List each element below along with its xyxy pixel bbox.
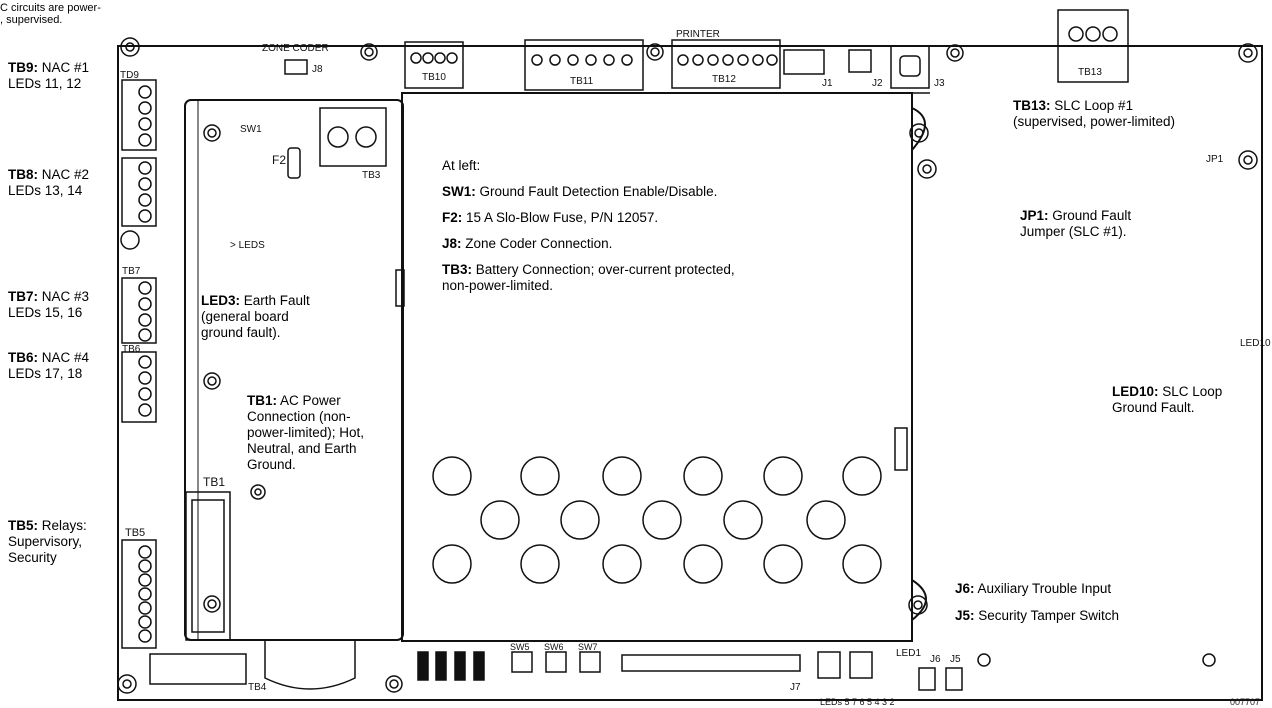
label-tb6: TB6 — [122, 344, 141, 355]
tb3-battery-terminal — [319, 107, 387, 167]
callout-j5: J5: Security Tamper Switch — [955, 608, 1120, 623]
callout-tb5: TB5: Relays: Supervisory, Security — [8, 518, 87, 565]
j7-header — [621, 654, 801, 672]
label-j8: J8 — [312, 64, 323, 75]
label-j5: J5 — [950, 654, 961, 665]
figure-code: 007707 — [1230, 697, 1261, 707]
mounting-holes — [117, 37, 1258, 694]
tb4-block — [149, 653, 247, 685]
label-f2: F2 — [272, 153, 286, 167]
label-tb4: TB4 — [248, 682, 267, 693]
label-printer: PRINTER — [676, 29, 720, 40]
tb1-block — [185, 491, 231, 641]
label-j7: J7 — [790, 682, 801, 693]
label-j6: J6 — [930, 654, 941, 665]
intro-note: C circuits are power- , supervised. — [0, 2, 101, 26]
callout-jp1: JP1: Ground Fault Jumper (SLC #1). — [1020, 208, 1132, 239]
label-tb7: TB7 — [122, 266, 141, 277]
label-tb3: TB3 — [362, 170, 381, 181]
label-sw6: SW6 — [544, 642, 564, 652]
callout-tb9: TB9: NAC #1 LEDs 11, 12 — [8, 60, 90, 91]
label-j2: J2 — [872, 78, 883, 89]
label-led10: LED10 — [1240, 338, 1271, 349]
fuse-f2 — [287, 147, 301, 179]
label-td9: TD9 — [120, 70, 139, 81]
label-led1: LED1 — [896, 648, 921, 659]
board-outline — [117, 45, 1263, 701]
label-tb11: TB11 — [570, 76, 594, 87]
label-jp1: JP1 — [1206, 154, 1224, 165]
label-tb5: TB5 — [125, 527, 145, 539]
callout-led10: LED10: SLC Loop Ground Fault. — [1112, 384, 1223, 415]
label-j3: J3 — [934, 78, 945, 89]
callout-led3: LED3: Earth Fault (general board ground … — [201, 293, 310, 340]
center-item-j8: J8: Zone Coder Connection. — [442, 236, 613, 251]
label-sw5: SW5 — [510, 642, 530, 652]
callout-tb1: TB1: AC Power Connection (non- power-lim… — [247, 393, 365, 472]
callout-j6: J6: Auxiliary Trouble Input — [955, 581, 1112, 596]
center-heading: At left: — [442, 158, 481, 173]
center-item-f2: F2: 15 A Slo-Blow Fuse, P/N 12057. — [442, 210, 659, 225]
left-module — [184, 99, 404, 641]
callout-tb8: TB8: NAC #2 LEDs 13, 14 — [8, 167, 90, 198]
label-leds-bottom: LEDs 5 7 6 5 4 3 2 — [820, 697, 895, 707]
label-leds: > LEDS — [230, 240, 265, 251]
label-tb10: TB10 — [422, 72, 446, 83]
j8-header — [284, 59, 308, 75]
callout-tb7: TB7: NAC #3 LEDs 15, 16 — [8, 289, 90, 320]
label-tb13: TB13 — [1078, 67, 1102, 78]
callout-tb13: TB13: SLC Loop #1 (supervised, power-lim… — [1013, 98, 1176, 129]
top-terminal-blocks — [404, 9, 1129, 91]
callout-tb6: TB6: NAC #4 LEDs 17, 18 — [8, 350, 90, 381]
center-legend: At left: SW1: Ground Fault Detection Ena… — [442, 158, 882, 294]
left-terminal-blocks — [121, 79, 157, 649]
vent-holes — [432, 456, 882, 584]
label-sw1: SW1 — [240, 124, 262, 135]
label-tb12: TB12 — [712, 74, 736, 85]
center-item-sw1: SW1: Ground Fault Detection Enable/Disab… — [442, 184, 718, 199]
label-tb1: TB1 — [203, 475, 225, 489]
center-item-tb3: TB3: Battery Connection; over-current pr… — [442, 262, 735, 293]
label-zone-coder: ZONE CODER — [262, 43, 329, 54]
label-j1: J1 — [822, 78, 833, 89]
label-sw7: SW7 — [578, 642, 598, 652]
